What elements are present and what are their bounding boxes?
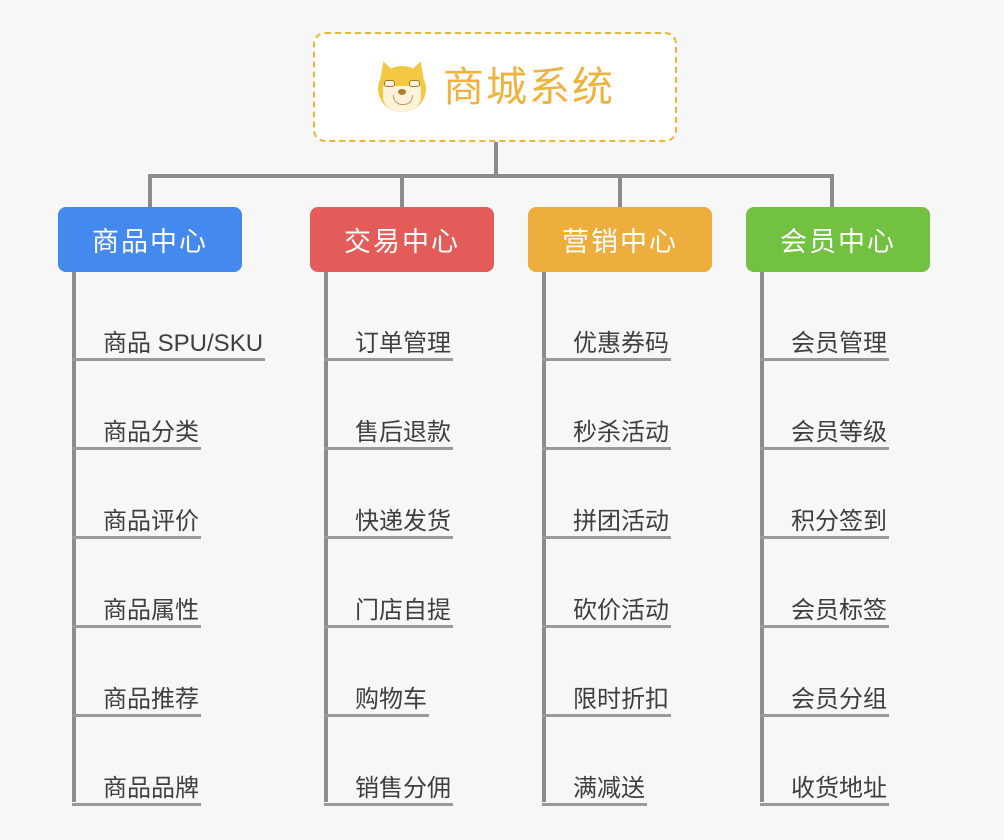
leaf-label: 会员管理	[791, 329, 887, 357]
leaf-label: 满减送	[573, 774, 645, 802]
leaf-underline	[542, 358, 671, 361]
leaf-underline	[72, 714, 201, 717]
leaf-list-trade-center: 订单管理 售后退款 快递发货 门店自提 购物车 销售分佣	[310, 272, 494, 806]
root-node-title: 商城系统	[443, 63, 615, 110]
leaf-underline	[324, 447, 453, 450]
leaf-list-member-center: 会员管理 会员等级 积分签到 会员标签 会员分组 收货地址	[746, 272, 930, 806]
leaf-underline	[72, 625, 201, 628]
leaf-label: 商品 SPU/SKU	[103, 329, 264, 357]
leaf-item[interactable]: 订单管理	[310, 272, 494, 361]
leaf-label: 会员标签	[791, 596, 887, 624]
leaf-label: 收货地址	[791, 774, 887, 802]
connector-drop-product-center	[148, 177, 152, 207]
leaf-item[interactable]: 优惠券码	[528, 272, 712, 361]
leaf-underline	[324, 536, 453, 539]
leaf-item[interactable]: 限时折扣	[528, 628, 712, 717]
leaf-underline	[542, 714, 671, 717]
leaf-underline	[760, 803, 889, 806]
leaf-label: 销售分佣	[355, 774, 451, 802]
leaf-underline	[760, 536, 889, 539]
connector-drop-marketing-center	[618, 177, 622, 207]
branch-column-member-center: 会员中心 会员管理 会员等级 积分签到 会员标签 会员分组 收货地址	[746, 207, 930, 806]
leaf-label: 商品评价	[103, 507, 199, 535]
leaf-item[interactable]: 购物车	[310, 628, 494, 717]
leaf-label: 优惠券码	[573, 329, 669, 357]
category-label: 营销中心	[562, 227, 678, 257]
leaf-underline	[324, 714, 429, 717]
leaf-underline	[324, 625, 453, 628]
root-node-shop-system[interactable]: 商城系统	[313, 32, 677, 142]
leaf-underline	[72, 358, 265, 361]
leaf-underline	[542, 536, 671, 539]
leaf-label: 秒杀活动	[573, 418, 669, 446]
leaf-label: 门店自提	[355, 596, 451, 624]
leaf-label: 限时折扣	[573, 685, 669, 713]
leaf-underline	[760, 358, 889, 361]
leaf-underline	[760, 714, 889, 717]
category-box-marketing-center[interactable]: 营销中心	[528, 207, 712, 272]
leaf-label: 购物车	[355, 685, 427, 713]
leaf-item[interactable]: 门店自提	[310, 539, 494, 628]
leaf-underline	[72, 803, 201, 806]
leaf-label: 快递发货	[355, 507, 451, 535]
branch-column-marketing-center: 营销中心 优惠券码 秒杀活动 拼团活动 砍价活动 限时折扣 满减送	[528, 207, 712, 806]
leaf-underline	[72, 536, 201, 539]
leaf-label: 会员等级	[791, 418, 887, 446]
category-box-member-center[interactable]: 会员中心	[746, 207, 930, 272]
leaf-item[interactable]: 商品品牌	[58, 717, 263, 806]
category-label: 商品中心	[92, 227, 208, 257]
connector-root-stem	[494, 142, 498, 177]
leaf-item[interactable]: 会员标签	[746, 539, 930, 628]
leaf-underline	[542, 803, 647, 806]
leaf-item[interactable]: 拼团活动	[528, 450, 712, 539]
leaf-item[interactable]: 商品分类	[58, 361, 263, 450]
leaf-label: 商品分类	[103, 418, 199, 446]
leaf-underline	[324, 358, 453, 361]
leaf-label: 会员分组	[791, 685, 887, 713]
branch-column-trade-center: 交易中心 订单管理 售后退款 快递发货 门店自提 购物车 销售分佣	[310, 207, 494, 806]
category-box-trade-center[interactable]: 交易中心	[310, 207, 494, 272]
leaf-label: 订单管理	[355, 329, 451, 357]
leaf-label: 售后退款	[355, 418, 451, 446]
connector-drop-member-center	[830, 177, 834, 207]
leaf-item[interactable]: 会员等级	[746, 361, 930, 450]
dog-face-icon	[374, 58, 430, 114]
branch-column-product-center: 商品中心 商品 SPU/SKU 商品分类 商品评价 商品属性 商品推荐 商品品牌	[58, 207, 265, 806]
leaf-item[interactable]: 满减送	[528, 717, 712, 806]
leaf-underline	[72, 447, 201, 450]
leaf-item[interactable]: 会员分组	[746, 628, 930, 717]
leaf-underline	[760, 447, 889, 450]
leaf-item[interactable]: 商品属性	[58, 539, 263, 628]
leaf-item[interactable]: 砍价活动	[528, 539, 712, 628]
leaf-underline	[760, 625, 889, 628]
leaf-list-marketing-center: 优惠券码 秒杀活动 拼团活动 砍价活动 限时折扣 满减送	[528, 272, 712, 806]
leaf-underline	[324, 803, 453, 806]
leaf-label: 商品属性	[103, 596, 199, 624]
leaf-item[interactable]: 商品 SPU/SKU	[58, 272, 265, 361]
leaf-item[interactable]: 售后退款	[310, 361, 494, 450]
category-box-product-center[interactable]: 商品中心	[58, 207, 242, 272]
leaf-item[interactable]: 商品评价	[58, 450, 263, 539]
leaf-item[interactable]: 会员管理	[746, 272, 930, 361]
category-label: 交易中心	[344, 227, 460, 257]
leaf-item[interactable]: 秒杀活动	[528, 361, 712, 450]
category-label: 会员中心	[780, 227, 896, 257]
leaf-item[interactable]: 积分签到	[746, 450, 930, 539]
leaf-label: 商品推荐	[103, 685, 199, 713]
leaf-label: 拼团活动	[573, 507, 669, 535]
leaf-label: 积分签到	[791, 507, 887, 535]
leaf-item[interactable]: 收货地址	[746, 717, 930, 806]
connector-drop-trade-center	[400, 177, 404, 207]
leaf-label: 商品品牌	[103, 774, 199, 802]
leaf-item[interactable]: 快递发货	[310, 450, 494, 539]
leaf-label: 砍价活动	[573, 596, 669, 624]
connector-horizontal-bus	[148, 174, 834, 178]
leaf-list-product-center: 商品 SPU/SKU 商品分类 商品评价 商品属性 商品推荐 商品品牌	[58, 272, 265, 806]
leaf-item[interactable]: 商品推荐	[58, 628, 263, 717]
leaf-underline	[542, 447, 671, 450]
leaf-underline	[542, 625, 671, 628]
leaf-item[interactable]: 销售分佣	[310, 717, 494, 806]
